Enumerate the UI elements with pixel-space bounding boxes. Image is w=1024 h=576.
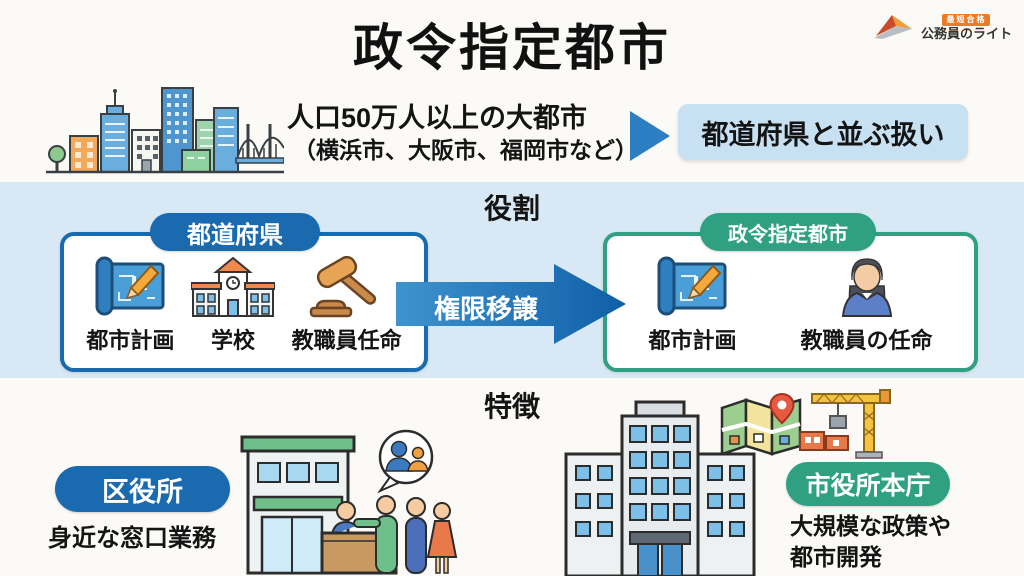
item-label: 学校 <box>210 328 255 353</box>
blueprint-icon <box>657 256 727 318</box>
item-label: 教職員任命 <box>291 328 402 353</box>
right-triangle-arrow-icon <box>630 111 670 161</box>
brand-logo: 最短合格 公務員のライト <box>872 12 1012 42</box>
prefecture-card: 都市計画 <box>60 232 428 372</box>
designated-city-pill: 政令指定都市 <box>700 213 876 251</box>
prefecture-item-urban-planning: 都市計画 <box>86 256 174 355</box>
role-heading: 役割 <box>483 193 540 224</box>
map-pin-icon <box>720 392 802 456</box>
city-hall-pill: 市役所本庁 <box>786 462 950 506</box>
designated-item-teacher-appointment: 教職員の任命 <box>801 256 933 355</box>
city-hall-description-line2: 都市開発 <box>790 544 882 570</box>
city-hall-description: 大規模な政策や 都市開発 <box>790 511 951 573</box>
city-skyline-icon <box>46 80 284 174</box>
intro-text-line1: 人口50万人以上の大都市 <box>287 103 588 133</box>
item-label: 教職員の任命 <box>800 328 933 353</box>
intro-text-line2: （横浜市、大阪市、福岡市など） <box>293 137 638 163</box>
features-heading: 特徴 <box>483 391 540 422</box>
gavel-icon <box>309 256 385 318</box>
construction-crane-icon <box>798 388 892 460</box>
logo-name: 公務員のライト <box>920 25 1012 41</box>
prefecture-item-teacher-appointment: 教職員任命 <box>292 256 402 355</box>
ward-office-description: 身近な窓口業務 <box>48 525 216 552</box>
city-hall-description-line1: 大規模な政策や <box>790 513 951 539</box>
teacher-icon <box>839 256 895 318</box>
designated-city-card: 都市計画 教職員の任命 <box>603 232 978 372</box>
prefecture-item-school: 学校 <box>191 256 275 355</box>
school-icon <box>191 256 275 318</box>
ward-office-pill: 区役所 <box>55 466 230 512</box>
item-label: 都市計画 <box>86 328 175 353</box>
transfer-arrow-label: 権限移譲 <box>433 294 538 324</box>
prefecture-pill: 都道府県 <box>150 213 320 251</box>
logo-badge: 最短合格 <box>942 13 991 26</box>
transfer-arrow-icon <box>396 262 628 346</box>
city-hall-building-icon <box>560 396 762 576</box>
logo-swoosh-icon <box>872 12 916 42</box>
item-label: 都市計画 <box>648 328 737 353</box>
designated-item-urban-planning: 都市計画 <box>648 256 737 355</box>
page-title: 政令指定都市 <box>353 20 671 76</box>
ward-office-counter-icon <box>238 421 460 575</box>
blueprint-icon <box>95 256 165 318</box>
result-box: 都道府県と並ぶ扱い <box>678 104 968 160</box>
